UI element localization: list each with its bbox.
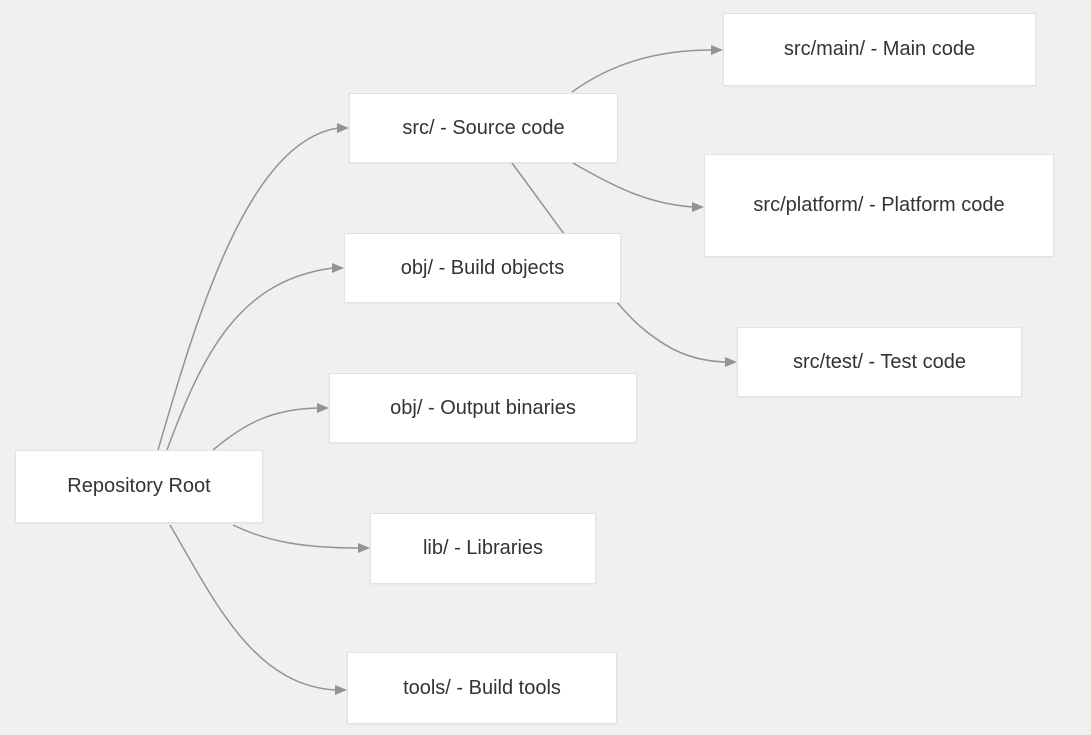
edge-src-src-platform (572, 162, 704, 212)
edge-root-obj-build (166, 263, 344, 451)
node-label: src/ - Source code (402, 116, 565, 139)
arrowhead-icon (711, 45, 723, 55)
edge-src-src-test (511, 162, 737, 367)
node-src-main: src/main/ - Main code (723, 13, 1036, 86)
node-label: obj/ - Output binaries (390, 396, 576, 419)
edge-root-tools (169, 524, 347, 695)
edge-root-obj-output (212, 403, 329, 451)
edge-root-lib (232, 524, 370, 553)
node-tools: tools/ - Build tools (347, 652, 617, 724)
node-src-platform: src/platform/ - Platform code (704, 154, 1054, 257)
edge-src-src-main (571, 45, 723, 93)
node-label: src/platform/ - Platform code (753, 194, 1005, 216)
arrowhead-icon (337, 123, 349, 133)
arrowhead-icon (358, 543, 370, 553)
node-label: src/main/ - Main code (783, 38, 976, 60)
node-src: src/ - Source code (349, 93, 618, 163)
node-label: tools/ - Build tools (403, 676, 561, 699)
node-src-test: src/test/ - Test code (737, 327, 1022, 397)
node-label: obj/ - Build objects (400, 256, 565, 279)
arrowhead-icon (692, 202, 704, 212)
node-repository-root: Repository Root (15, 450, 263, 523)
edge-root-src (157, 123, 349, 451)
node-label: src/test/ - Test code (792, 350, 967, 373)
arrowhead-icon (332, 263, 344, 273)
node-obj-build-objects: obj/ - Build objects (344, 233, 621, 303)
arrowhead-icon (725, 357, 737, 367)
arrowhead-icon (317, 403, 329, 413)
arrowhead-icon (335, 685, 347, 695)
node-label: Repository Root (67, 475, 211, 497)
node-obj-output-binaries: obj/ - Output binaries (329, 373, 637, 443)
node-lib: lib/ - Libraries (370, 513, 596, 584)
node-label: lib/ - Libraries (422, 537, 544, 559)
